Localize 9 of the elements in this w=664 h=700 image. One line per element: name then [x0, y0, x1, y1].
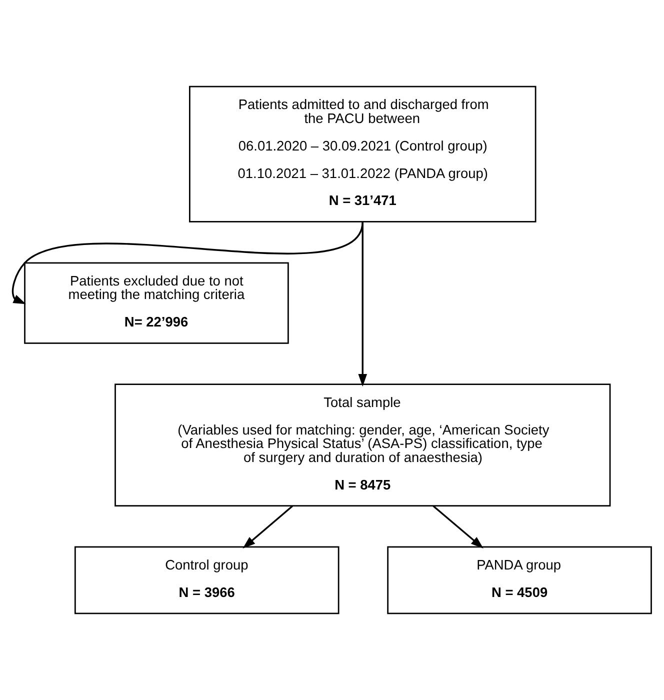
node-box: Patients admitted to and discharged from the PACU between 06.01.2020 – 30.09.2021 (Control group) 01.10.2021 – 31.01.2022 (PANDA group) N = 31’471 [189, 86, 536, 222]
node-box: PANDA group N = 4509 [387, 546, 652, 614]
node-box: Control group N = 3966 [74, 546, 340, 614]
arrow [432, 505, 484, 548]
arrow [12, 221, 364, 304]
node-box: Total sample (Variables used for matching: gender, age, ‘American Society of Anesthesia Physical Status’ (ASA-PS) classification, type of surgery and duration of anaesthesia) N = 8475 [114, 384, 611, 506]
arrow [242, 505, 294, 548]
arrow [358, 222, 368, 387]
node-box: Patients excluded due to not meeting the matching criteria N= 22’996 [24, 262, 289, 344]
